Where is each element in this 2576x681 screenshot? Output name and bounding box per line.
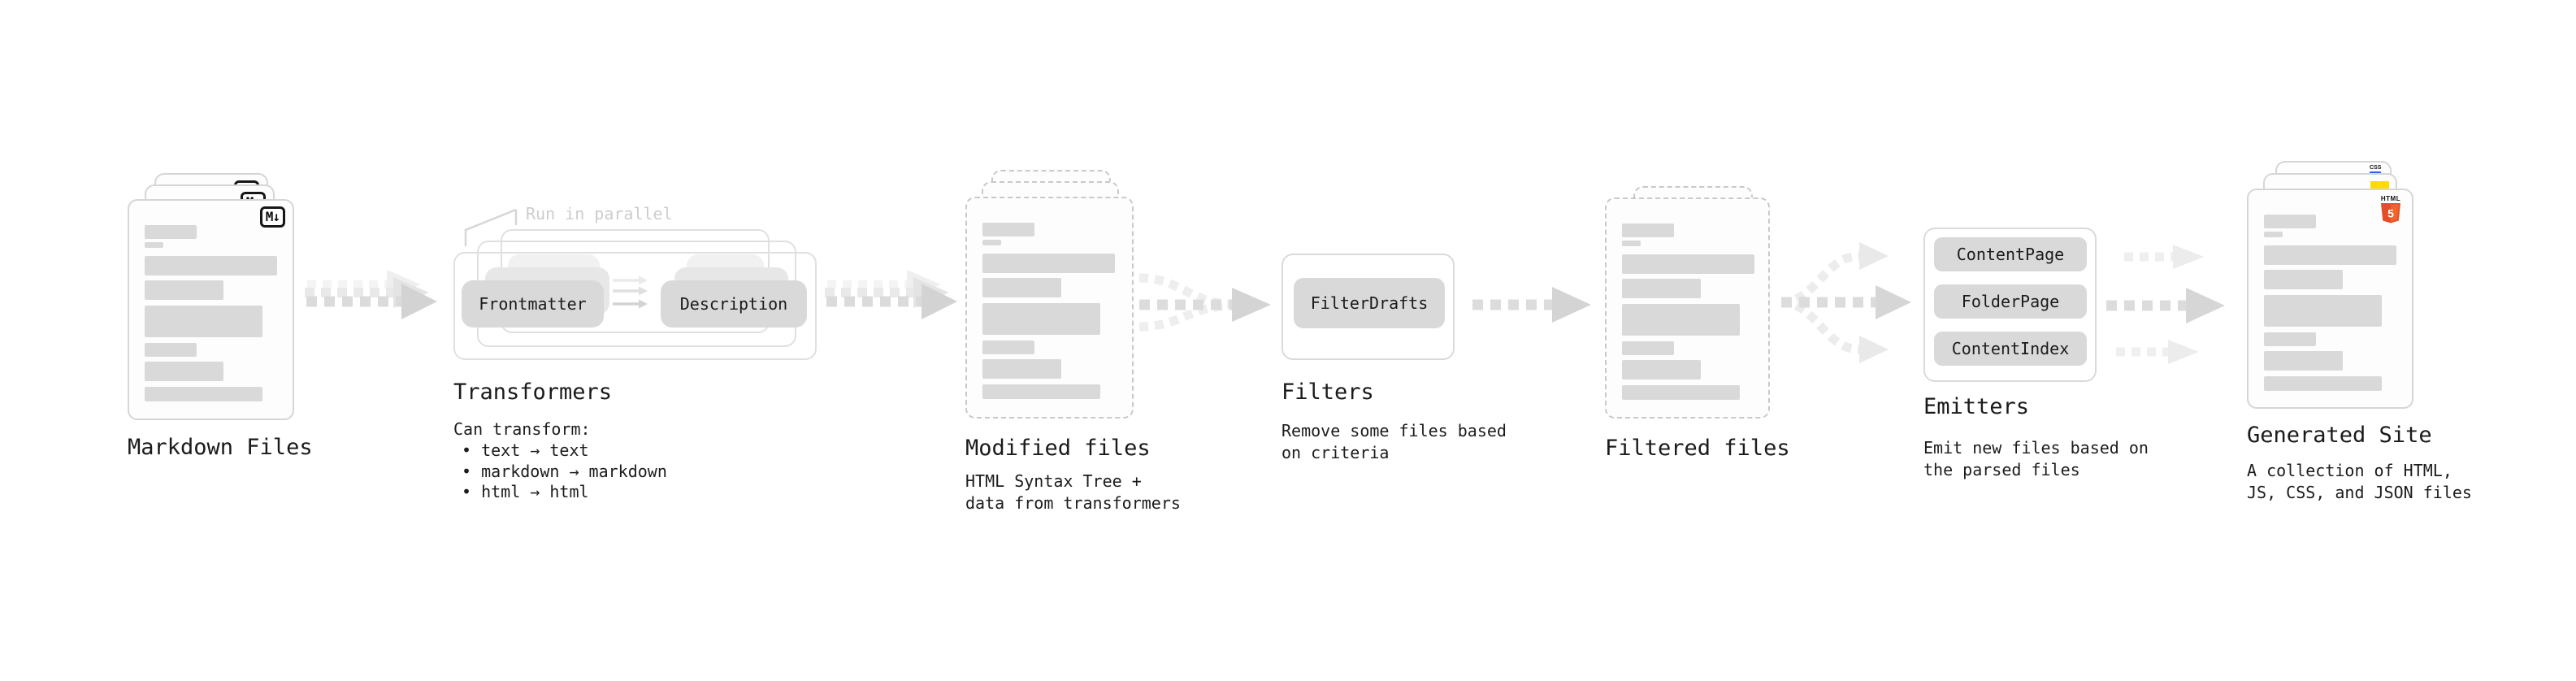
- transformer-panel-front: [453, 252, 817, 360]
- transformer-box-frontmatter: Frontmatter: [462, 280, 604, 327]
- transformers-desc-bullet: • markdown → markdown: [462, 462, 667, 481]
- flow-arrow: [1472, 287, 1591, 323]
- skeleton-line: [2264, 232, 2283, 237]
- flow-arrow-faint: [2116, 340, 2199, 364]
- stage-title-modified-files: Modified files: [965, 436, 1151, 461]
- filter-box-filterdrafts: FilterDrafts: [1294, 278, 1445, 328]
- run-in-parallel-note: Run in parallel: [526, 204, 673, 223]
- modified-file-card-front: [965, 197, 1134, 419]
- split-arrow: [1780, 242, 1911, 363]
- desc-line: on criteria: [1281, 443, 1390, 462]
- desc-line: Emit new files based on: [1923, 438, 2149, 458]
- skeleton-line: [145, 280, 223, 300]
- transformers-desc-intro: Can transform:: [453, 419, 591, 439]
- transformers-desc-bullet: • html → html: [462, 482, 589, 501]
- skeleton-line: [2264, 245, 2396, 265]
- emitter-box-contentindex: ContentIndex: [1934, 332, 2087, 366]
- skeleton-line: [1622, 360, 1701, 380]
- desc-line: data from transformers: [965, 493, 1181, 513]
- transformers-desc-bullet: • text → text: [462, 440, 589, 460]
- flow-arrow-stacked: [825, 270, 957, 319]
- transformer-box-label: Frontmatter: [479, 294, 587, 314]
- parallel-arrows: [613, 275, 648, 309]
- skeleton-line: [1622, 279, 1701, 298]
- skeleton-line: [1622, 385, 1740, 400]
- skeleton-line: [982, 303, 1100, 335]
- skeleton-line: [1622, 223, 1674, 237]
- css-icon-label: CSS: [2370, 165, 2382, 171]
- skeleton-line: [982, 359, 1061, 379]
- skeleton-line: [2264, 351, 2343, 371]
- desc-line: HTML Syntax Tree +: [965, 471, 1142, 491]
- skeleton-line: [2264, 270, 2343, 289]
- skeleton-line: [145, 242, 163, 248]
- emitter-box-label: FolderPage: [1961, 292, 2060, 311]
- markdown-file-card-front: M↓: [128, 199, 294, 420]
- skeleton-line: [1622, 341, 1674, 355]
- html5-shield: 5: [2381, 203, 2400, 223]
- skeleton-line: [145, 256, 277, 275]
- html5-icon: HTML 5: [2380, 196, 2401, 227]
- svg-text:5: 5: [2387, 207, 2394, 220]
- stage-title-generated-site: Generated Site: [2247, 423, 2432, 448]
- html5-wordmark: HTML: [2380, 195, 2401, 202]
- desc-line: Remove some files based: [1281, 421, 1507, 440]
- skeleton-line: [1622, 241, 1641, 246]
- skeleton-line: [982, 254, 1115, 273]
- skeleton-line: [982, 278, 1061, 297]
- emitter-box-label: ContentPage: [1956, 245, 2065, 264]
- flow-arrow-stacked: [305, 270, 437, 319]
- skeleton-line: [2264, 332, 2316, 346]
- filter-box-label: FilterDrafts: [1310, 293, 1429, 313]
- flow-arrow-faint: [2124, 245, 2204, 269]
- merge-arrow: [1138, 273, 1271, 332]
- generated-site-desc: A collection of HTML, JS, CSS, and JSON …: [2247, 460, 2472, 504]
- modified-files-desc: HTML Syntax Tree + data from transformer…: [965, 471, 1181, 514]
- flow-arrow: [2106, 288, 2225, 323]
- skeleton-line: [145, 362, 223, 381]
- stage-title-filters: Filters: [1281, 380, 1374, 405]
- skeleton-line: [2264, 215, 2316, 228]
- skeleton-line: [145, 387, 262, 401]
- desc-line: the parsed files: [1923, 460, 2080, 479]
- skeleton-line: [1622, 254, 1754, 274]
- skeleton-line: [1622, 304, 1740, 336]
- skeleton-line: [2264, 376, 2382, 391]
- stage-title-transformers: Transformers: [453, 380, 613, 405]
- skeleton-line: [145, 343, 197, 357]
- skeleton-line: [982, 340, 1034, 354]
- emitter-box-folderpage: FolderPage: [1934, 284, 2087, 319]
- skeleton-line: [982, 223, 1034, 236]
- skeleton-line: [982, 384, 1100, 399]
- emitters-desc: Emit new files based on the parsed files: [1923, 437, 2149, 481]
- transformer-box-label: Description: [679, 294, 788, 314]
- desc-line: A collection of HTML,: [2247, 461, 2452, 480]
- skeleton-line: [2264, 295, 2382, 327]
- transformer-box-description: Description: [661, 280, 807, 327]
- emitter-box-contentpage: ContentPage: [1934, 237, 2087, 271]
- callout-line: [464, 208, 518, 246]
- skeleton-line: [145, 225, 197, 239]
- markdown-icon: M↓: [259, 206, 285, 228]
- filters-desc: Remove some files based on criteria: [1281, 420, 1507, 464]
- emitter-box-label: ContentIndex: [1951, 339, 2070, 358]
- stage-title-emitters: Emitters: [1923, 394, 2030, 419]
- filtered-file-card-front: [1605, 197, 1770, 419]
- desc-line: JS, CSS, and JSON files: [2247, 483, 2472, 502]
- stage-title-filtered-files: Filtered files: [1605, 436, 1790, 461]
- skeleton-line: [982, 240, 1001, 245]
- stage-title-markdown-files: Markdown Files: [128, 435, 313, 460]
- generated-file-card-html: HTML 5: [2247, 189, 2413, 409]
- skeleton-line: [145, 306, 262, 337]
